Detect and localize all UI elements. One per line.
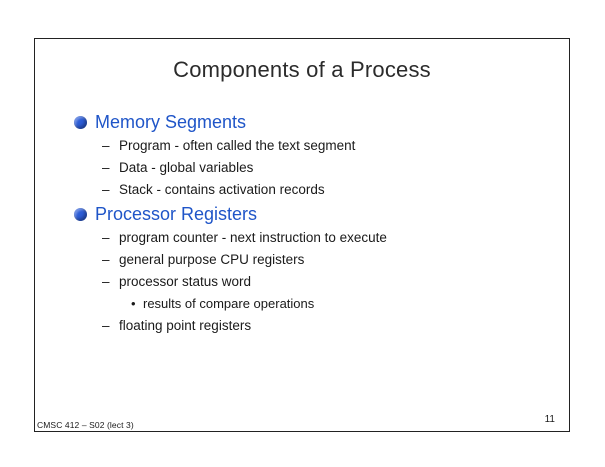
slide-frame: Components of a Process Memory Segments … xyxy=(34,38,570,432)
list-item-text: Data - global variables xyxy=(119,160,254,175)
section-heading-text: Processor Registers xyxy=(95,204,258,224)
section-memory-segments: Memory Segments – Program - often called… xyxy=(63,109,553,201)
list-item: – program counter - next instruction to … xyxy=(63,227,553,249)
list-item-text: processor status word xyxy=(119,274,252,289)
list-item-text: program counter - next instruction to ex… xyxy=(119,230,387,245)
list-item-text: Stack - contains activation records xyxy=(119,182,325,197)
dash-bullet-icon: – xyxy=(102,318,110,333)
list-item-text: floating point registers xyxy=(119,318,252,333)
list-item: – processor status word xyxy=(63,271,553,293)
section-heading: Processor Registers xyxy=(63,201,553,227)
section-heading-text: Memory Segments xyxy=(95,112,247,132)
list-item-text: general purpose CPU registers xyxy=(119,252,305,267)
list-item: – floating point registers xyxy=(63,315,553,337)
dash-bullet-icon: – xyxy=(102,230,110,245)
list-item-text: Program - often called the text segment xyxy=(119,138,356,153)
dash-bullet-icon: – xyxy=(102,274,110,289)
page-number: 11 xyxy=(544,414,555,425)
dash-bullet-icon: – xyxy=(102,138,110,153)
list-item: – Stack - contains activation records xyxy=(63,179,553,201)
nested-list-item: • results of compare operations xyxy=(63,293,553,315)
list-item: – Program - often called the text segmen… xyxy=(63,135,553,157)
dash-bullet-icon: – xyxy=(102,182,110,197)
round-bullet-icon xyxy=(74,116,87,129)
section-heading: Memory Segments xyxy=(63,109,553,135)
dot-bullet-icon: • xyxy=(131,296,136,311)
nested-list-item-text: results of compare operations xyxy=(143,296,315,311)
dash-bullet-icon: – xyxy=(102,160,110,175)
round-bullet-icon xyxy=(74,208,87,221)
bullet-list: Memory Segments – Program - often called… xyxy=(63,109,553,337)
slide-title: Components of a Process xyxy=(173,57,431,82)
section-processor-registers: Processor Registers – program counter - … xyxy=(63,201,553,337)
list-item: – Data - global variables xyxy=(63,157,553,179)
list-item: – general purpose CPU registers xyxy=(63,249,553,271)
slide-footer: CMSC 412 – S02 (lect 3) xyxy=(37,420,134,430)
dash-bullet-icon: – xyxy=(102,252,110,267)
